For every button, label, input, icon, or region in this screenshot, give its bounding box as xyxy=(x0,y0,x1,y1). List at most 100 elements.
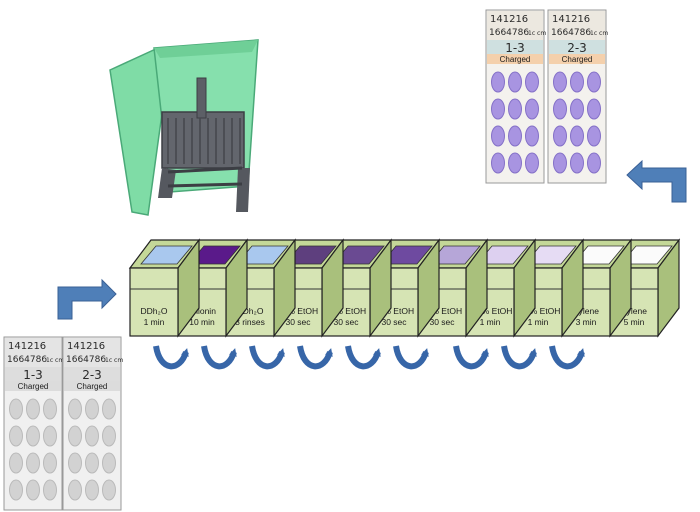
dish-reagent-label: 90% EtOH xyxy=(422,306,462,316)
dish-reagent-label: DDh₂O xyxy=(141,306,168,316)
staining-jar-with-rack xyxy=(109,39,259,216)
dish-reagent-label: 100% EtOH xyxy=(516,306,561,316)
tissue-section xyxy=(102,452,116,474)
tissue-section xyxy=(553,98,567,120)
dish-reagent-label: Thionin xyxy=(188,306,216,316)
slide-rack xyxy=(158,77,250,212)
tissue-section xyxy=(68,398,82,420)
dish-reagent-label: Xylene xyxy=(573,306,599,316)
slide-charged-text: Charged xyxy=(500,55,531,64)
dish-reagent-label: DDh₂O xyxy=(237,306,264,316)
jar-rim xyxy=(154,40,258,58)
transfer-arrow-icon xyxy=(549,345,585,370)
dish-reagent-label: Xylene xyxy=(621,306,647,316)
slide-section-band xyxy=(64,367,120,381)
tissue-section xyxy=(525,71,539,93)
slide-charged-text: Charged xyxy=(562,55,593,64)
tissue-section xyxy=(570,98,584,120)
slide-unit-text: 1c cm xyxy=(46,357,64,364)
dish-reagent-label: 50% EtOH xyxy=(278,306,318,316)
tissue-section xyxy=(26,452,40,474)
tissue-section xyxy=(68,425,82,447)
transfer-arrow-icon xyxy=(393,345,429,370)
transfer-arrow-icon xyxy=(153,345,189,370)
slide-charged-band xyxy=(5,381,61,391)
transfer-arrow-icon xyxy=(501,345,537,370)
tissue-section xyxy=(102,425,116,447)
slide-charged-band xyxy=(64,381,120,391)
tissue-section xyxy=(43,479,57,501)
tissue-section xyxy=(68,452,82,474)
tissue-section xyxy=(85,452,99,474)
tissue-section xyxy=(43,398,57,420)
dish-duration-label: 30 sec xyxy=(381,317,407,327)
dish-duration-label: 30 sec xyxy=(429,317,455,327)
tissue-section xyxy=(508,152,522,174)
arrow-to-stained-slides xyxy=(626,159,687,203)
slide-charged-band xyxy=(487,54,543,64)
slide-id-text: 141216 xyxy=(490,14,528,25)
slide-sub-text: 1664786 xyxy=(551,28,591,38)
tissue-section xyxy=(491,152,505,174)
tissue-section xyxy=(43,425,57,447)
tissue-section xyxy=(570,71,584,93)
dish-duration-label: 1 min xyxy=(528,317,549,327)
slide-charged-text: Charged xyxy=(18,382,49,391)
slide-sub-text: 1664786 xyxy=(489,28,529,38)
tissue-section xyxy=(525,125,539,147)
slide-unit-text: 1c cm xyxy=(105,357,123,364)
slide-sub-text: 1664786 xyxy=(66,355,106,365)
transfer-arrow-icon xyxy=(453,345,489,370)
dish-duration-label: 30 sec xyxy=(333,317,359,327)
tissue-section xyxy=(587,152,601,174)
slide-section-text: 1-3 xyxy=(23,368,43,382)
slide-section-band xyxy=(5,367,61,381)
tissue-section xyxy=(85,479,99,501)
transfer-arrow-icon xyxy=(201,345,237,370)
dish-duration-label: 3 rinses xyxy=(235,317,265,327)
dish-duration-label: 5 min xyxy=(624,317,645,327)
tissue-section xyxy=(553,125,567,147)
dish-duration-label: 3 min xyxy=(576,317,597,327)
slide-section-band xyxy=(487,40,543,54)
transfer-arrow-icon xyxy=(249,345,285,370)
tissue-section xyxy=(491,71,505,93)
tissue-section xyxy=(102,398,116,420)
tissue-section xyxy=(508,71,522,93)
tissue-section xyxy=(102,479,116,501)
tissue-section xyxy=(508,125,522,147)
tissue-section xyxy=(570,125,584,147)
tissue-section xyxy=(9,452,23,474)
tissue-section xyxy=(26,398,40,420)
tissue-section xyxy=(525,152,539,174)
dish-duration-label: 30 sec xyxy=(285,317,311,327)
tissue-section xyxy=(9,425,23,447)
slide-section-text: 2-3 xyxy=(567,41,587,55)
jar-lid xyxy=(109,47,169,216)
tissue-section xyxy=(525,98,539,120)
dish-duration-label: 10 min xyxy=(189,317,215,327)
dish-front xyxy=(129,267,179,337)
tissue-section xyxy=(9,479,23,501)
transfer-arrow-series xyxy=(153,345,585,370)
transfer-arrow-icon xyxy=(297,345,333,370)
tissue-section xyxy=(68,479,82,501)
tissue-section xyxy=(85,425,99,447)
tissue-section xyxy=(587,125,601,147)
dish-duration-label: 1 min xyxy=(144,317,165,327)
slide-charged-band xyxy=(549,54,605,64)
dish-duration-label: 1 min xyxy=(480,317,501,327)
tissue-section xyxy=(553,152,567,174)
slide-section-band xyxy=(549,40,605,54)
slide-id-text: 141216 xyxy=(552,14,590,25)
tissue-section xyxy=(570,152,584,174)
